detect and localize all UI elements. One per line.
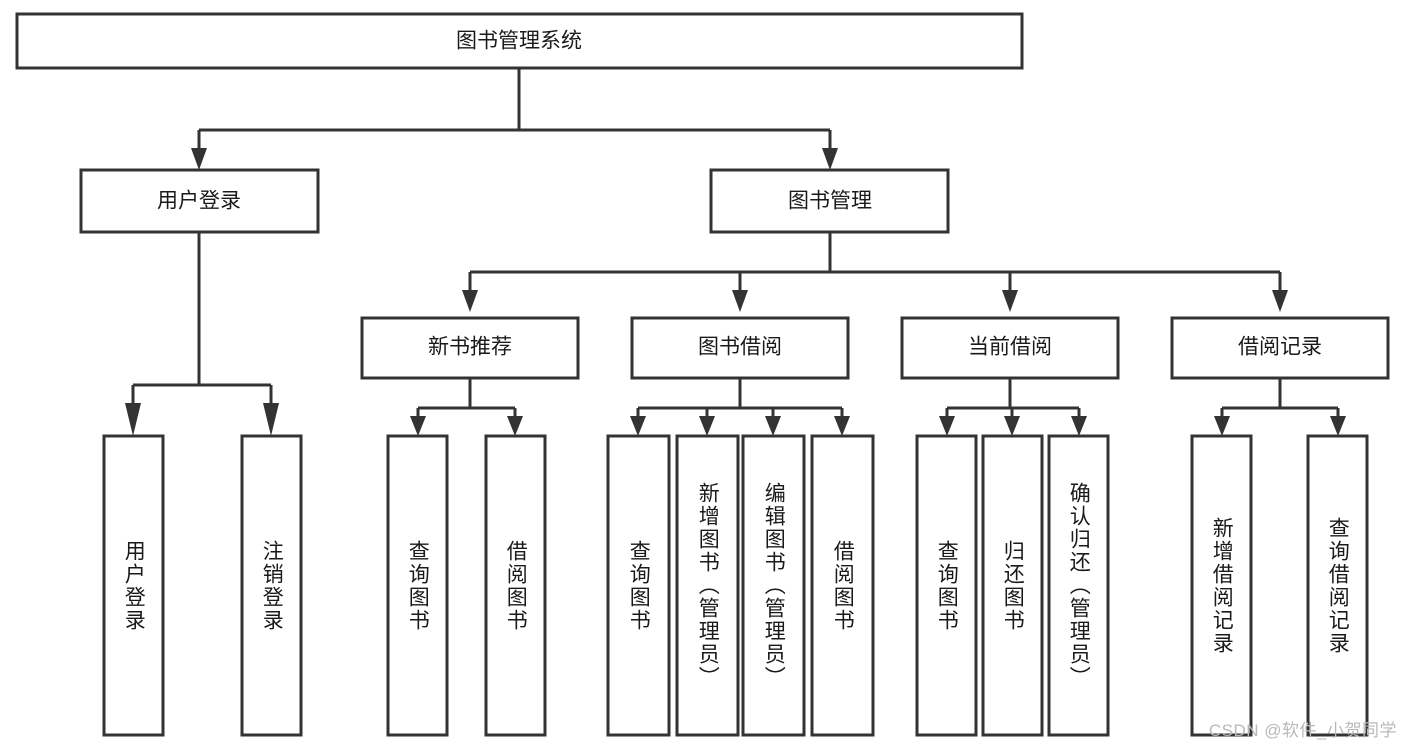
node-borrow-record[interactable]: 借阅记录 — [1170, 316, 1390, 380]
node-leaf-confirm-return[interactable] — [1047, 434, 1110, 737]
node-leaf-logout[interactable] — [240, 434, 303, 737]
node-root-label: 图书管理系统 — [456, 30, 582, 53]
node-root[interactable]: 图书管理系统 — [15, 12, 1024, 70]
connectors-newbookrec-to-leaves — [410, 378, 523, 436]
node-leaf-query-record[interactable] — [1306, 434, 1369, 737]
node-current-borrow-label: 当前借阅 — [968, 336, 1052, 359]
node-leaf-return-book-label: 归还图书 — [1001, 539, 1025, 632]
node-leaf-add-record[interactable] — [1190, 434, 1253, 737]
node-leaf-add-book[interactable] — [675, 434, 740, 737]
node-leaf-add-book-label: 新增图书（管理员） — [696, 482, 720, 689]
connectors-root-to-level2 — [191, 68, 838, 170]
node-leaf-query-book-3[interactable] — [915, 434, 978, 737]
node-leaf-query-book-2[interactable] — [606, 434, 671, 737]
node-leaf-return-book[interactable] — [981, 434, 1044, 737]
connectors-currentborrow-to-leaves — [939, 378, 1087, 436]
node-leaf-borrow-book-1[interactable] — [484, 434, 547, 737]
node-borrow-record-label: 借阅记录 — [1238, 336, 1322, 359]
node-book-manage[interactable]: 图书管理 — [709, 168, 950, 234]
connectors-bookmanage-to-level3 — [462, 232, 1288, 312]
node-user-login-label: 用户登录 — [157, 190, 241, 213]
node-leaf-query-book-1-label: 查询图书 — [406, 539, 430, 632]
connectors-bookborrow-to-leaves — [630, 378, 850, 436]
node-book-borrow[interactable]: 图书借阅 — [630, 316, 850, 380]
node-leaf-confirm-return-label: 确认归还（管理员） — [1067, 482, 1091, 689]
node-leaf-borrow-book-2-label: 借阅图书 — [831, 539, 855, 632]
node-leaf-user-login-label: 用户登录 — [122, 539, 146, 632]
node-new-book-rec-label: 新书推荐 — [428, 336, 512, 359]
node-new-book-rec[interactable]: 新书推荐 — [360, 316, 580, 380]
node-leaf-logout-label: 注销登录 — [260, 539, 284, 632]
node-user-login[interactable]: 用户登录 — [79, 168, 320, 234]
node-leaf-user-login[interactable] — [102, 434, 165, 737]
node-book-borrow-label: 图书借阅 — [698, 336, 782, 359]
node-leaf-borrow-book-2[interactable] — [810, 434, 875, 737]
node-leaf-query-book-2-label: 查询图书 — [627, 539, 651, 632]
node-leaf-edit-book[interactable] — [741, 434, 806, 737]
connectors-borrowrecord-to-leaves — [1214, 378, 1346, 436]
leaf-boxes — [102, 434, 1369, 737]
node-current-borrow[interactable]: 当前借阅 — [900, 316, 1120, 380]
node-leaf-borrow-book-1-label: 借阅图书 — [504, 539, 528, 632]
node-leaf-edit-book-label: 编辑图书（管理员） — [762, 482, 786, 689]
connectors-userlogin-to-leaves — [125, 232, 279, 436]
node-leaf-query-book-3-label: 查询图书 — [935, 539, 959, 632]
node-book-manage-label: 图书管理 — [788, 190, 872, 213]
node-leaf-query-book-1[interactable] — [386, 434, 449, 737]
node-leaf-add-record-label: 新增借阅记录 — [1210, 516, 1234, 655]
node-leaf-query-record-label: 查询借阅记录 — [1326, 516, 1350, 655]
